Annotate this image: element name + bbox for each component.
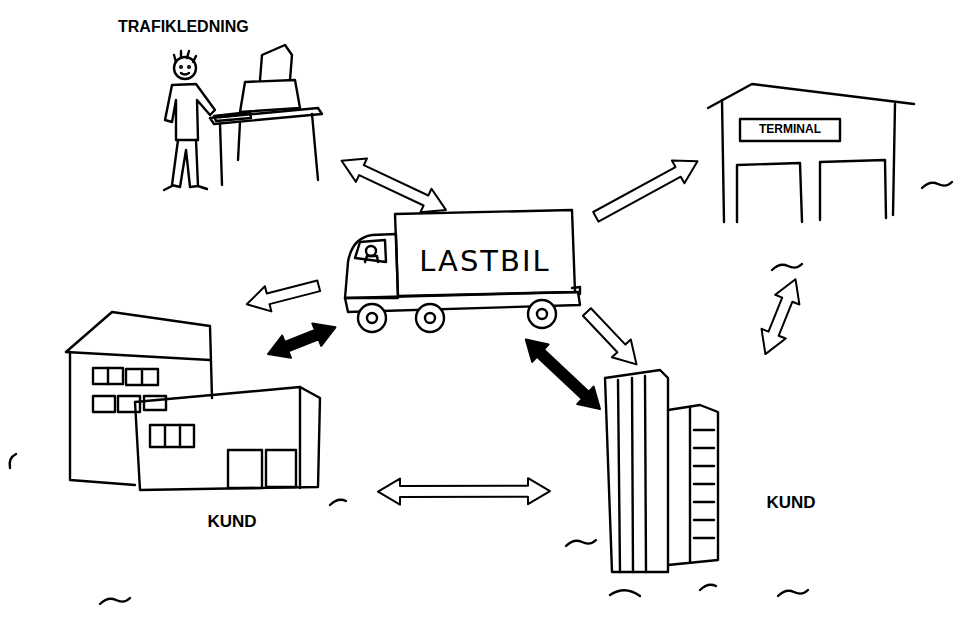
ground-squiggles-stroke [610,590,640,596]
customer-buildings-stroke [150,425,194,447]
customer-tower-stroke [668,405,718,565]
node-label: KUND [752,494,830,513]
dispatch-desk-stroke [220,114,318,185]
dispatcher-figure-stroke [174,51,196,62]
ground-squiggles [10,182,952,604]
ground-squiggles-stroke [922,182,952,188]
customer-node: KUND [58,308,268,538]
dispatch-desk-stroke [220,114,246,117]
node-label: LASTBIL [395,246,575,278]
truck-drawing [345,210,580,332]
ground-squiggles-stroke [700,585,716,590]
customer-tower-stroke [694,430,714,538]
truck-drawing-stroke [537,309,547,319]
node-label: TRAFIKLEDNING [118,18,328,36]
dispatcher-figure-stroke [164,186,207,190]
customer-buildings-stroke [66,312,212,398]
customer-tower [605,370,718,572]
customer-buildings-stroke [144,396,166,410]
truck-drawing-stroke [528,300,556,328]
customer-node: KUND [600,368,835,573]
customer-buildings-stroke [66,352,210,360]
outline-arrow [762,279,800,354]
dispatcher-figure-stroke [180,66,182,68]
terminal-building-stroke [740,119,840,141]
ground-squiggles-stroke [10,454,16,468]
customer-buildings-stroke [93,396,115,412]
truck-drawing-stroke [367,313,377,323]
terminal-building-stroke [722,100,895,222]
truck-drawing-stroke [416,304,444,332]
dispatch-desk-stroke [260,45,292,80]
ground-squiggles-stroke [100,598,130,604]
solid-arrow [268,324,335,358]
dispatcher-figure-stroke [172,140,198,187]
ground-squiggles-stroke [330,500,346,505]
dispatcher-figure-stroke [165,84,215,140]
node-label: TERMINAL [740,123,840,136]
dispatch-node: TRAFIKLEDNING [118,12,328,190]
ground-squiggles-stroke [778,590,808,596]
customer-tower-stroke [605,370,668,572]
terminal-node: TERMINAL [708,80,918,220]
ground-squiggles-stroke [566,540,596,546]
node-label: KUND [196,513,268,532]
outline-arrow [342,158,446,212]
truck-drawing-stroke [345,234,398,298]
dispatch-desk-stroke [240,80,300,112]
terminal-building-stroke [737,163,802,222]
dispatcher-figure-stroke [181,73,189,75]
truck-drawing-stroke [366,246,376,256]
outline-arrow [247,281,320,312]
truck-drawing-stroke [355,240,386,262]
dispatcher-figure-stroke [188,66,190,68]
truck-drawing-stroke [365,256,378,262]
ground-squiggles-stroke [772,264,802,270]
solid-arrow [526,340,600,410]
customer-buildings-stroke [228,450,262,488]
customer-tower-stroke [689,407,691,562]
terminal-building [708,84,914,222]
truck-node: LASTBIL [340,212,580,334]
customer-buildings-stroke [299,387,301,488]
truck-drawing-stroke [395,210,575,296]
customer-buildings-stroke [165,425,180,447]
truck-drawing-stroke [572,287,580,294]
customer-buildings-stroke [108,368,142,385]
customer-buildings-stroke [135,387,320,490]
truck-drawing-stroke [358,304,386,332]
customer-buildings-stroke [118,396,140,412]
truck-drawing-stroke [425,313,435,323]
outline-arrow [583,308,637,364]
terminal-building-stroke [820,160,886,220]
customer-tower-stroke [618,376,646,572]
terminal-building-stroke [708,84,914,108]
dispatcher-figure [164,51,215,190]
outline-arrow [593,161,697,222]
dispatch-desk [210,45,322,185]
dispatch-desk-stroke [214,112,251,121]
customer-buildings-stroke [266,450,296,487]
outline-arrow [378,478,550,504]
